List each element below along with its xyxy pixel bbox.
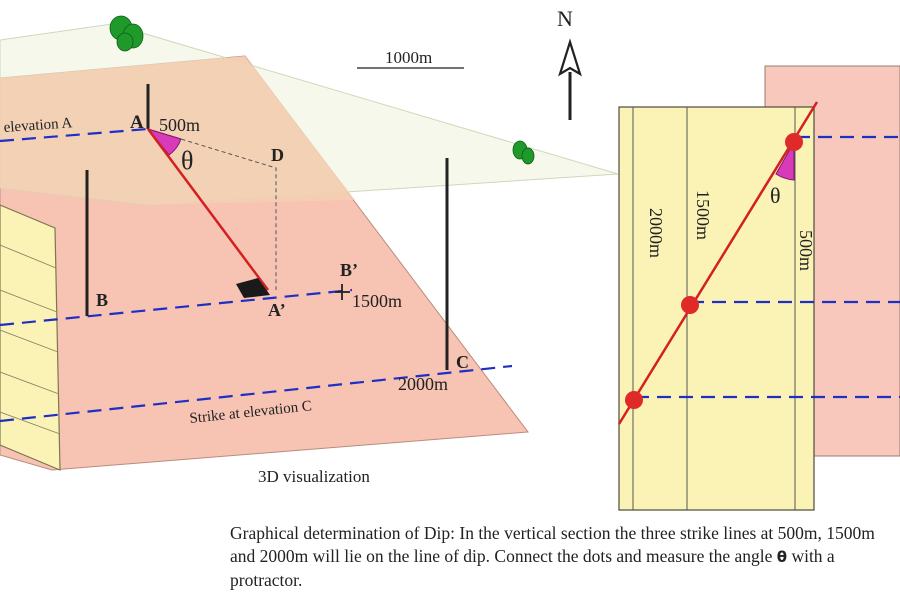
section-label-500: 500m xyxy=(796,230,816,271)
dip-marker xyxy=(236,278,270,298)
label-strike-a: elevation A xyxy=(3,115,73,136)
label-a-prime: A’ xyxy=(268,300,286,320)
label-a: A xyxy=(130,112,144,133)
label-elev-500: 500m xyxy=(159,115,200,135)
yellow-block-layers xyxy=(0,244,61,435)
section-label-1500: 1500m xyxy=(693,190,713,240)
strike-line-c xyxy=(0,364,513,423)
label-elev-1500: 1500m xyxy=(352,291,402,311)
label-elev-2000: 2000m xyxy=(398,374,448,394)
view-3d-title: 3D visualization xyxy=(258,467,370,486)
dip-angle-wedge-section xyxy=(775,140,795,181)
yellow-block xyxy=(0,204,61,471)
caption-text: Graphical determination of Dip: In the v… xyxy=(230,523,875,566)
caption-text-end: with a protractor. xyxy=(230,546,835,590)
label-b-prime: B’ xyxy=(340,260,358,280)
tree-icon-small xyxy=(512,140,535,165)
b-prime-cross xyxy=(335,284,350,300)
label-b: B xyxy=(96,290,108,310)
caption: Graphical determination of Dip: In the v… xyxy=(230,522,895,592)
dot-500m xyxy=(785,133,803,151)
label-d: D xyxy=(271,145,284,165)
north-label: N xyxy=(557,6,573,31)
dip-line-3d xyxy=(146,128,270,291)
caption-theta: θ xyxy=(776,548,788,566)
theta-section: θ xyxy=(770,183,781,208)
theta-3d: θ xyxy=(181,146,193,175)
strike-line-a xyxy=(0,127,149,143)
dot-1500m xyxy=(681,296,699,314)
north-arrow-icon xyxy=(558,38,582,120)
label-c: C xyxy=(456,352,469,372)
tree-icon xyxy=(109,15,144,52)
upper-plane-zone xyxy=(0,56,355,205)
dip-line-section xyxy=(617,101,819,425)
section-label-2000: 2000m xyxy=(646,208,666,258)
dot-2000m xyxy=(625,391,643,409)
strike-line-b xyxy=(0,288,353,327)
scale-bar-label: 1000m xyxy=(385,48,432,67)
dip-angle-wedge-3d xyxy=(146,128,182,156)
construction-line xyxy=(147,128,277,290)
